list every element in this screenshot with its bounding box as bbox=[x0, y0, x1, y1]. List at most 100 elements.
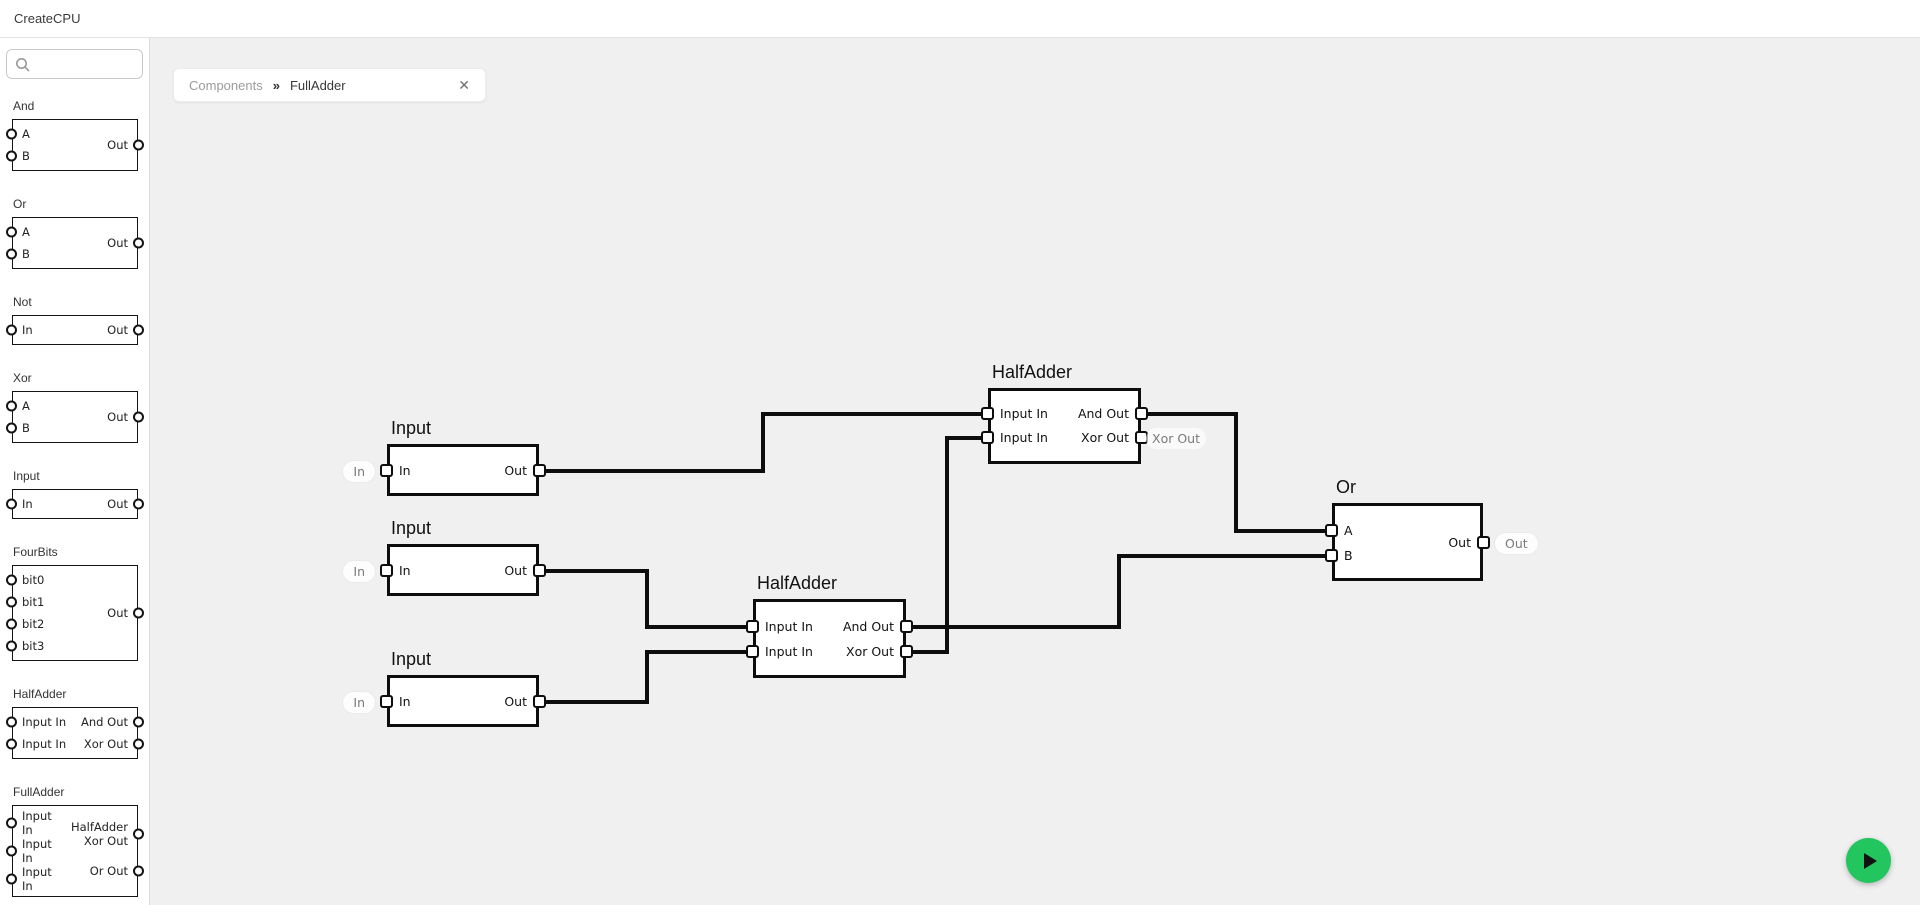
output-port bbox=[133, 865, 144, 877]
input-port[interactable] bbox=[1325, 524, 1338, 537]
run-simulation-button[interactable] bbox=[1846, 838, 1891, 883]
breadcrumb-tab[interactable]: Components » FullAdder ✕ bbox=[173, 68, 486, 102]
tab-close-icon[interactable]: ✕ bbox=[458, 77, 470, 93]
external-port-label: Xor Out bbox=[1146, 428, 1206, 449]
input-port-label: bit0 bbox=[6, 569, 44, 591]
input-port bbox=[6, 150, 17, 162]
input-port[interactable] bbox=[981, 407, 994, 420]
palette-item-label: Xor bbox=[13, 371, 32, 385]
input-port bbox=[6, 873, 17, 885]
input-port bbox=[6, 716, 17, 728]
input-port[interactable] bbox=[380, 564, 393, 577]
output-port[interactable] bbox=[533, 464, 546, 477]
output-port[interactable] bbox=[900, 645, 913, 658]
output-port-label: Xor Out bbox=[81, 733, 144, 755]
input-port[interactable] bbox=[746, 620, 759, 633]
search-input[interactable] bbox=[33, 52, 137, 78]
input-port[interactable] bbox=[380, 464, 393, 477]
input-port[interactable] bbox=[746, 645, 759, 658]
output-port-label: HalfAdder Xor Out bbox=[57, 820, 144, 848]
input-port[interactable] bbox=[981, 431, 994, 444]
input-port[interactable] bbox=[1325, 549, 1338, 562]
wire-halfadder1-xorout-to-halfadder2-in2[interactable] bbox=[906, 436, 988, 654]
input-port-label: In bbox=[6, 493, 33, 515]
play-icon bbox=[1864, 852, 1877, 869]
node-title: HalfAdder bbox=[757, 573, 838, 593]
port-label: Input In bbox=[1000, 430, 1048, 445]
input-port-label: Input In bbox=[6, 837, 57, 865]
output-port bbox=[133, 139, 144, 151]
input-port bbox=[6, 738, 17, 750]
node-title: HalfAdder bbox=[992, 362, 1073, 382]
output-port[interactable] bbox=[900, 620, 913, 633]
output-port bbox=[133, 498, 144, 510]
port-label: Input In bbox=[765, 644, 813, 659]
palette-item-preview[interactable]: In Out bbox=[6, 489, 144, 519]
input-port bbox=[6, 845, 17, 857]
output-port bbox=[133, 738, 144, 750]
search-box[interactable] bbox=[6, 49, 143, 79]
output-port bbox=[133, 607, 144, 619]
output-port bbox=[133, 324, 144, 336]
breadcrumb-separator-icon: » bbox=[272, 77, 280, 93]
output-port bbox=[133, 237, 144, 249]
input-port-label: bit1 bbox=[6, 591, 44, 613]
input-port[interactable] bbox=[380, 695, 393, 708]
palette-item-label: FourBits bbox=[13, 545, 58, 559]
output-port[interactable] bbox=[1477, 536, 1490, 549]
input-port-label: A bbox=[6, 395, 30, 417]
output-port[interactable] bbox=[533, 564, 546, 577]
output-port[interactable] bbox=[1135, 407, 1148, 420]
port-label: In bbox=[399, 694, 411, 709]
port-label: Xor Out bbox=[1081, 430, 1129, 445]
port-label: Input In bbox=[765, 619, 813, 634]
palette-item-label: And bbox=[13, 99, 35, 113]
output-port-label: Out bbox=[107, 406, 144, 428]
breadcrumb-root[interactable]: Components bbox=[189, 77, 263, 93]
wire-input1-to-halfadder2-in1[interactable] bbox=[539, 412, 988, 473]
input-port-label: Input In bbox=[6, 809, 57, 837]
wire-halfadder1-andout-to-or-b[interactable] bbox=[906, 554, 1332, 629]
output-port-label: Out bbox=[107, 493, 144, 515]
input-port bbox=[6, 128, 17, 140]
node-title: Or bbox=[1336, 477, 1356, 497]
wire-input3-to-halfadder1-in2[interactable] bbox=[539, 650, 753, 704]
port-label: Xor Out bbox=[846, 644, 894, 659]
input-port-label: bit3 bbox=[6, 635, 44, 657]
tab-title: FullAdder bbox=[289, 77, 346, 93]
input-port-label: bit2 bbox=[6, 613, 44, 635]
input-port-label: A bbox=[6, 221, 30, 243]
palette-item-label: HalfAdder bbox=[13, 687, 67, 701]
wire-input2-to-halfadder1-in1[interactable] bbox=[539, 569, 753, 629]
input-port bbox=[6, 618, 17, 630]
input-port bbox=[6, 324, 17, 336]
external-port-label: In bbox=[343, 461, 375, 482]
wire-halfadder2-andout-to-or-a[interactable] bbox=[1141, 412, 1332, 533]
output-port[interactable] bbox=[533, 695, 546, 708]
output-port-label: Out bbox=[107, 319, 144, 341]
input-port-label: Input In bbox=[6, 865, 57, 893]
